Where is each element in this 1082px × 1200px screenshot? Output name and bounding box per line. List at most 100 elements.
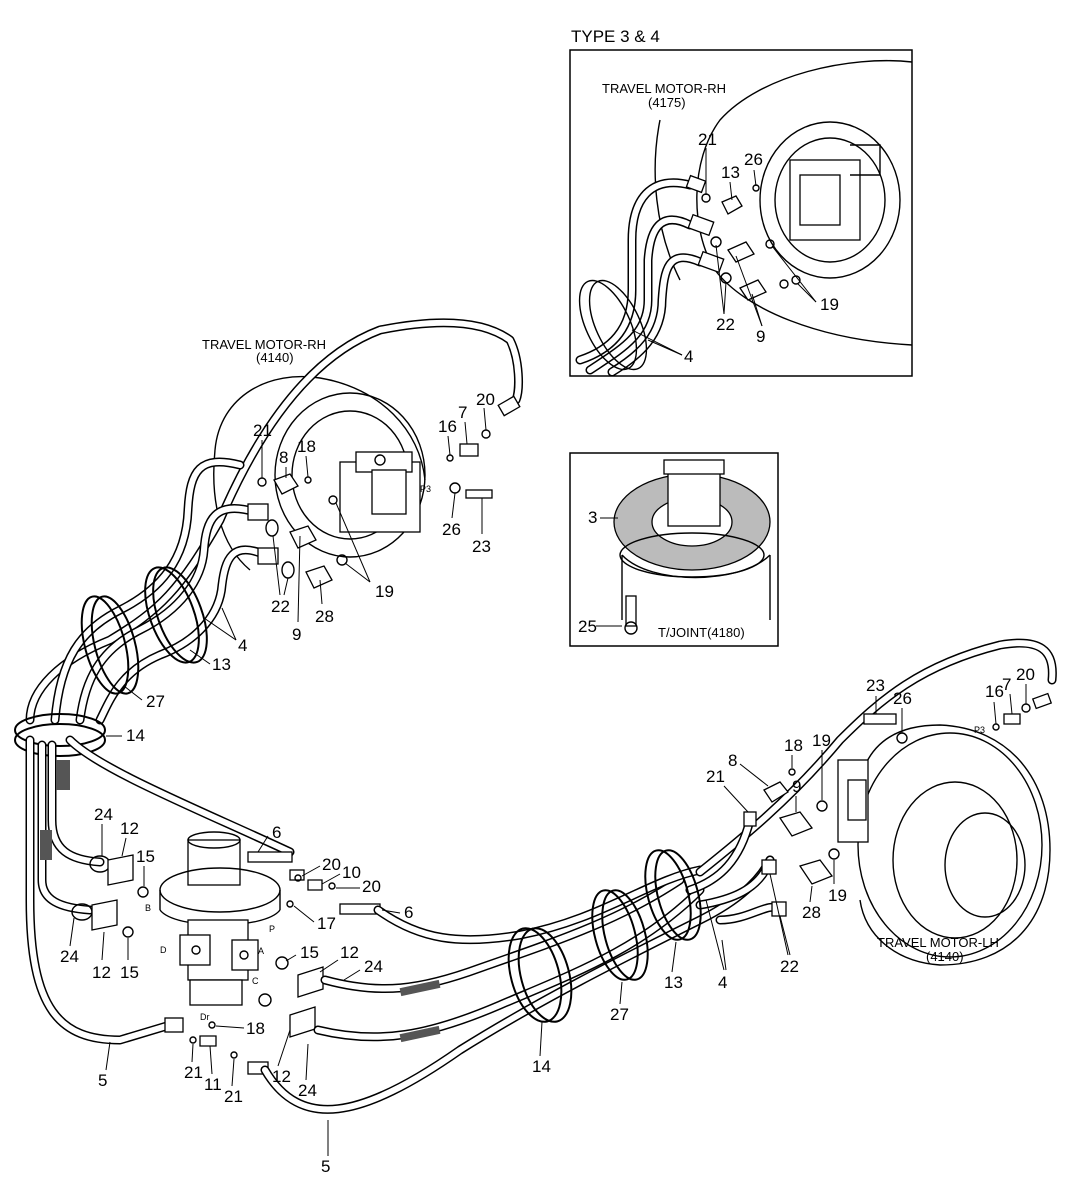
callout-number: 3 [588, 508, 597, 527]
callout-number: 28 [802, 903, 821, 922]
callout-number: 18 [784, 736, 803, 755]
callout-number: 15 [300, 943, 319, 962]
port-label: C [252, 976, 259, 986]
callout-number: 6 [404, 903, 413, 922]
type-title: TYPE 3 & 4 [571, 27, 660, 46]
inset-hoses [575, 178, 705, 377]
callout-number: 13 [212, 655, 231, 674]
inset-motor-code: (4175) [648, 95, 686, 110]
callout-number: 13 [664, 973, 683, 992]
callout-number: 24 [298, 1081, 317, 1100]
callouts-swivel: 6 24 12 15 24 12 15 20 10 20 17 6 15 12 … [60, 805, 413, 1176]
inset-motor-label: TRAVEL MOTOR-RH [602, 81, 726, 96]
callout-number: 20 [362, 877, 381, 896]
callout-number: 18 [297, 437, 316, 456]
component-code: (4140) [926, 949, 964, 964]
callouts-lh: 23 26 16 7 20 8 18 19 21 9 19 28 22 4 13… [532, 665, 1035, 1076]
inset-tjoint: 3 25 T/JOINT(4180) [569, 452, 779, 647]
callout-number: 5 [321, 1157, 330, 1176]
callout-number: 8 [279, 448, 288, 467]
callout-number: 12 [120, 819, 139, 838]
callout-number: 22 [780, 957, 799, 976]
callout-number: 21 [253, 421, 272, 440]
callout-number: 9 [792, 777, 801, 796]
callout-number: 7 [1002, 675, 1011, 694]
swivel-fittings [40, 760, 775, 1114]
callout-number: 25 [578, 617, 597, 636]
callout-number: 8 [728, 751, 737, 770]
inset-travel-motor [654, 59, 913, 346]
callout-number: 12 [340, 943, 359, 962]
callout-number: 28 [315, 607, 334, 626]
motor-lh-label: TRAVEL MOTOR-LH [877, 935, 999, 950]
callout-number: 19 [812, 731, 831, 750]
inset-type-3-4: TYPE 3 & 4 TRAVEL MOTOR-RH (4175) [569, 27, 913, 377]
callout-number: 21 [184, 1063, 203, 1082]
callout-number: 14 [126, 726, 145, 745]
port-label: P3 [420, 484, 431, 494]
port-label: P3 [974, 725, 985, 735]
callout-number: 21 [698, 130, 717, 149]
callout-number: 18 [246, 1019, 265, 1038]
callout-number: 15 [136, 847, 155, 866]
callout-number: 19 [820, 295, 839, 314]
callout-number: 24 [364, 957, 383, 976]
callout-number: 23 [866, 676, 885, 695]
callout-number: 26 [442, 520, 461, 539]
callout-number: 10 [342, 863, 361, 882]
callout-number: 21 [224, 1087, 243, 1106]
callout-number: 4 [238, 636, 247, 655]
inset-fittings [685, 174, 801, 301]
callout-number: 24 [94, 805, 113, 824]
callout-number: 19 [375, 582, 394, 601]
callout-number: 27 [610, 1005, 629, 1024]
callout-number: 14 [532, 1057, 551, 1076]
callout-number: 5 [98, 1071, 107, 1090]
port-label: D [160, 945, 167, 955]
callout-number: 15 [120, 963, 139, 982]
hoses-rh [14, 318, 523, 1045]
callout-number: 27 [146, 692, 165, 711]
callout-number: 9 [292, 625, 301, 644]
component-code: (4140) [256, 350, 294, 365]
port-label: B [145, 903, 151, 913]
port-label: P [269, 924, 275, 934]
callout-number: 20 [1016, 665, 1035, 684]
callout-number: 22 [716, 315, 735, 334]
callout-number: 16 [985, 682, 1004, 701]
callout-number: 20 [476, 390, 495, 409]
fittings-rh [247, 395, 521, 589]
callout-number: 21 [706, 767, 725, 786]
callout-number: 4 [684, 347, 693, 366]
fittings-lh [743, 692, 1053, 917]
callout-number: 26 [893, 689, 912, 708]
callout-number: 6 [272, 823, 281, 842]
callout-number: 9 [756, 327, 765, 346]
port-label: A [258, 946, 264, 956]
travel-motor-lh: TRAVEL MOTOR-LH (4140) P3 [837, 724, 1051, 966]
motor-rh-label: TRAVEL MOTOR-RH [202, 337, 326, 352]
tjoint-frame [569, 452, 779, 647]
travel-motor-rh-main: TRAVEL MOTOR-RH (4140) P3 [202, 337, 431, 571]
callout-number: 24 [60, 947, 79, 966]
tjoint-label: T/JOINT(4180) [658, 625, 745, 640]
callout-number: 11 [204, 1075, 222, 1094]
callout-number: 23 [472, 537, 491, 556]
callout-number: 26 [744, 150, 763, 169]
callout-number: 12 [92, 963, 111, 982]
callout-number: 16 [438, 417, 457, 436]
swivel-joint: A B C D P Dr [145, 831, 281, 1022]
inset-callouts: 21 13 26 22 9 19 4 [631, 130, 839, 366]
callout-number: 13 [721, 163, 740, 182]
inset-frame [569, 49, 913, 377]
callout-number: 17 [317, 914, 336, 933]
callout-number: 7 [458, 403, 467, 422]
callout-number: 20 [322, 855, 341, 874]
port-label: Dr [200, 1012, 210, 1022]
callout-number: 22 [271, 597, 290, 616]
callouts-rh: 21 8 18 16 7 20 26 23 19 22 9 28 4 13 27… [106, 390, 495, 745]
callout-number: 19 [828, 886, 847, 905]
callout-number: 12 [272, 1067, 291, 1086]
callout-number: 4 [718, 973, 727, 992]
